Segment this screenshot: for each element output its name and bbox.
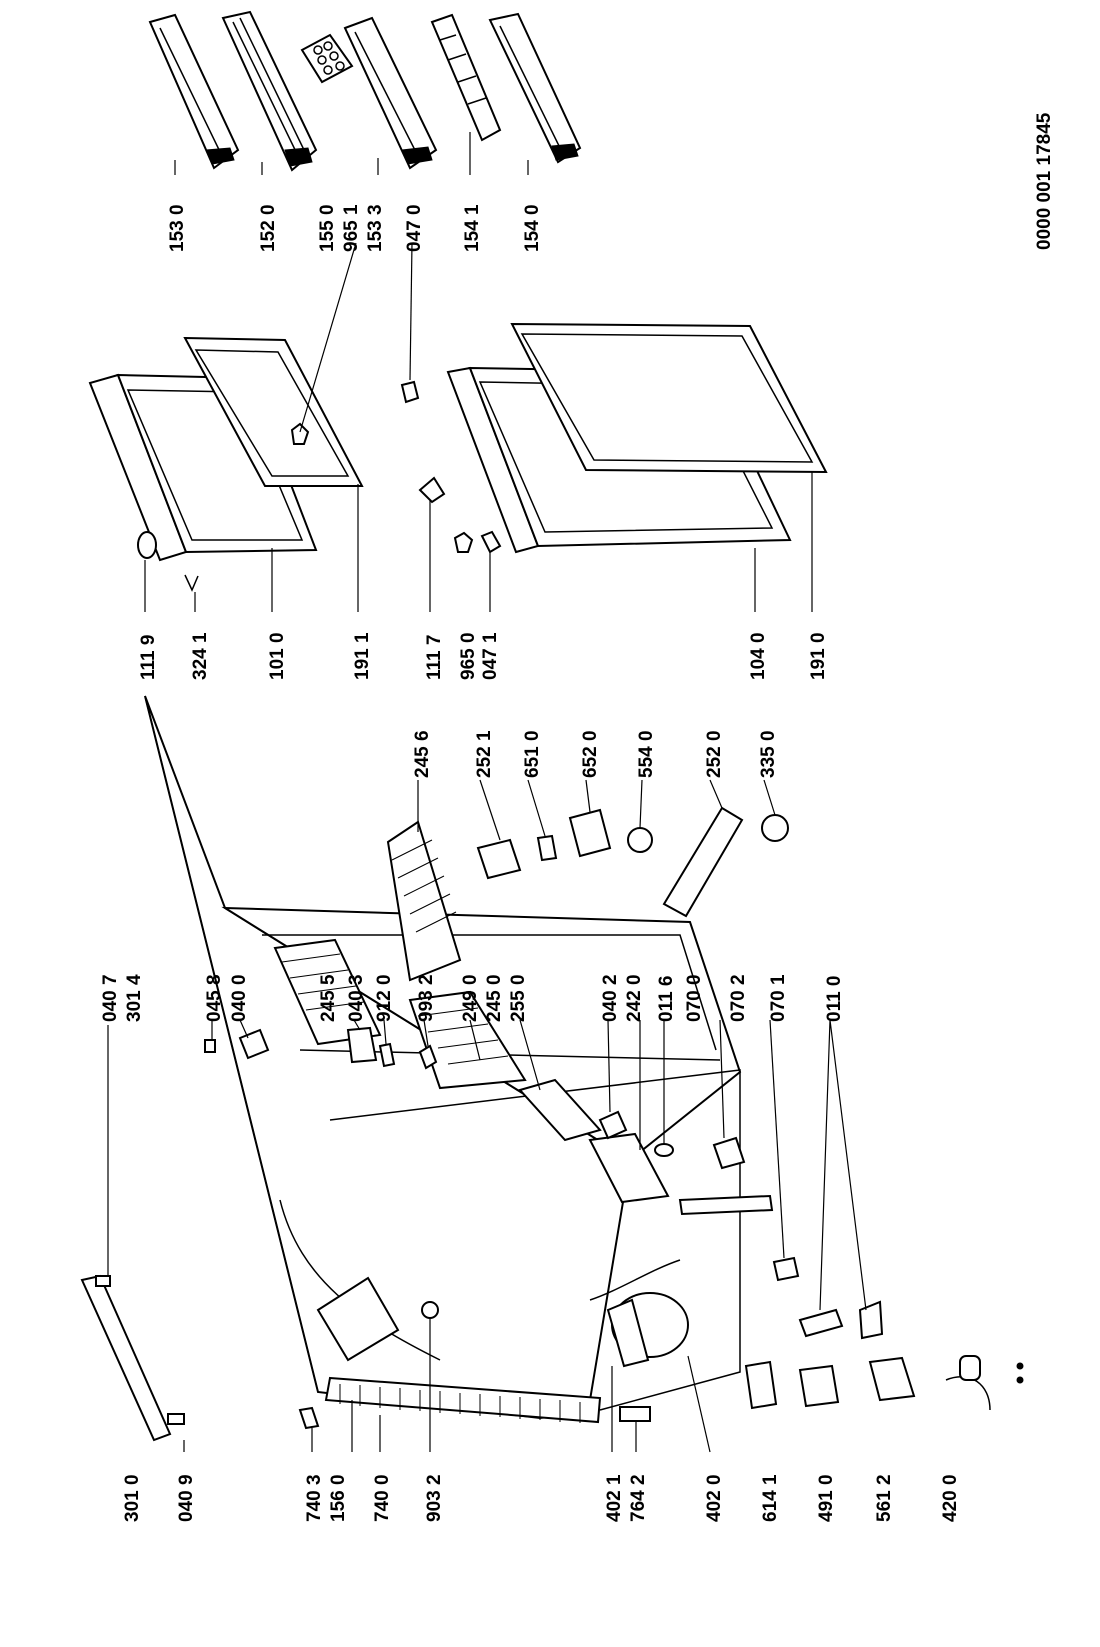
label-245-0: 245 0	[484, 974, 505, 1022]
door-bin-154-0	[488, 12, 582, 164]
label-152-0: 152 0	[258, 204, 279, 252]
label-191-0: 191 0	[808, 632, 829, 680]
leader-lines	[107, 132, 867, 1453]
label-070-2: 070 2	[728, 974, 749, 1022]
label-101-0: 101 0	[267, 632, 288, 680]
label-993-2: 993 2	[416, 974, 437, 1022]
door-bin-153-0	[148, 13, 240, 170]
label-154-1: 154 1	[462, 204, 483, 252]
door-gasket-191-0	[510, 322, 828, 474]
label-554-0: 554 0	[636, 730, 657, 778]
condenser-740-0	[324, 1376, 602, 1424]
label-420-0: 420 0	[940, 1474, 961, 1522]
label-324-1: 324 1	[190, 632, 211, 680]
label-651-0: 651 0	[522, 730, 543, 778]
label-402-0: 402 0	[704, 1474, 725, 1522]
compressor-402-0	[606, 1292, 689, 1368]
label-040-9: 040 9	[176, 1474, 197, 1522]
label-764-2: 764 2	[628, 1474, 649, 1522]
wire-shelf-245-6	[386, 820, 462, 982]
label-245-6: 245 6	[412, 730, 433, 778]
label-740-0: 740 0	[372, 1474, 393, 1522]
hinge-and-small-parts	[204, 1026, 884, 1340]
thermostat-parts	[476, 806, 789, 918]
label-301-4: 301 4	[124, 974, 145, 1022]
label-040-3: 040 3	[346, 974, 367, 1022]
label-335-0: 335 0	[758, 730, 779, 778]
label-561-2: 561 2	[874, 1474, 895, 1522]
label-011-0: 011 0	[824, 976, 845, 1023]
label-040-0: 040 0	[229, 974, 250, 1022]
label-740-3: 740 3	[304, 1474, 325, 1522]
label-040-7: 040 7	[100, 974, 121, 1022]
label-912-0: 912 0	[374, 974, 395, 1022]
label-047-1: 047 1	[480, 632, 501, 680]
label-047-0: 047 0	[404, 204, 425, 252]
shelves	[273, 938, 670, 1204]
label-614-1: 614 1	[760, 1474, 781, 1522]
label-301-0: 301 0	[122, 1474, 143, 1522]
label-903-2: 903 2	[424, 1474, 445, 1522]
label-402-1: 402 1	[604, 1474, 625, 1522]
label-652-0: 652 0	[580, 730, 601, 778]
label-111-9: 111 9	[138, 635, 159, 680]
label-252-1: 252 1	[474, 730, 495, 778]
label-242-0: 242 0	[624, 974, 645, 1022]
label-491-0: 491 0	[816, 1474, 837, 1522]
label-045-8: 045 8	[204, 974, 225, 1022]
label-965-0: 965 0	[458, 632, 479, 680]
label-155-0: 155 0	[317, 204, 338, 252]
door-gasket-191-1	[183, 336, 364, 487]
label-070-0: 070 0	[684, 974, 705, 1022]
label-040-2: 040 2	[600, 974, 621, 1022]
label-245-5: 245 5	[318, 974, 339, 1022]
label-965-1: 965 1	[341, 204, 362, 252]
document-code: 0000 001 17845	[1034, 112, 1055, 250]
label-191-1: 191 1	[352, 632, 373, 680]
door-bin-154-1	[430, 13, 502, 142]
label-255-0: 255 0	[508, 974, 529, 1022]
part-labels: 153 0 152 0 155 0 965 1 153 3 047 0 154 …	[100, 204, 961, 1522]
label-156-0: 156 0	[328, 1474, 349, 1522]
label-154-0: 154 0	[522, 204, 543, 252]
electrical-parts	[744, 1355, 1024, 1411]
label-111-7: 111 7	[424, 635, 445, 680]
label-249-0: 249 0	[460, 974, 481, 1022]
label-252-0: 252 0	[704, 730, 725, 778]
door-bin-153-3	[343, 16, 438, 170]
small-parts-doors	[137, 380, 502, 592]
door-bin-152-0	[221, 10, 318, 172]
ice-tray-156-0	[316, 1276, 400, 1362]
label-153-0: 153 0	[167, 204, 188, 252]
egg-tray-155-0	[300, 33, 354, 84]
label-070-1: 070 1	[768, 974, 789, 1022]
label-104-0: 104 0	[748, 632, 769, 680]
freezer-door-101-0	[88, 373, 318, 562]
label-153-3: 153 3	[365, 204, 386, 252]
left-column-parts	[80, 1274, 651, 1442]
label-011-6: 011 6	[656, 976, 677, 1023]
